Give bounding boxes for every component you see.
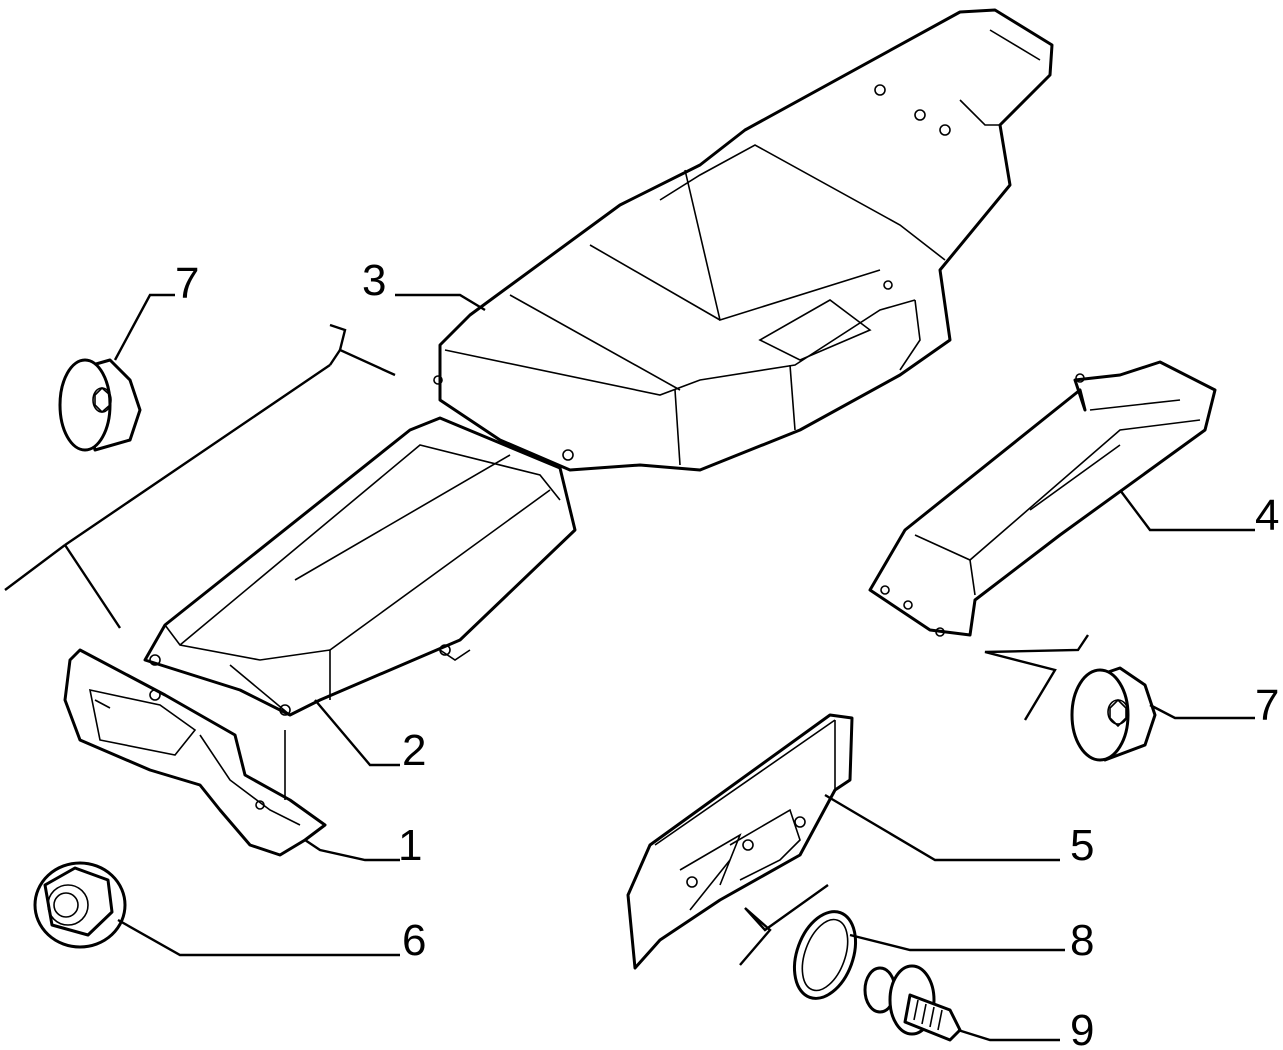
- callout-8: 8: [1070, 916, 1094, 965]
- leader-7b: [1149, 703, 1255, 720]
- callout-2: 2: [402, 726, 426, 775]
- part-5-lower-bracket: [626, 713, 854, 970]
- leader-2: [314, 699, 400, 767]
- leader-6: [117, 918, 400, 957]
- part-9-bolt: [863, 964, 962, 1042]
- part-2-middle-heat-shield: [143, 416, 577, 717]
- callout-1: 1: [398, 821, 422, 870]
- part-7-spacer-upper: [58, 358, 142, 452]
- leader-1: [304, 839, 400, 862]
- callout-3: 3: [362, 256, 386, 305]
- assembly-brackets: [4, 323, 1089, 966]
- leader-5: [824, 793, 1060, 862]
- callout-5: 5: [1070, 821, 1094, 870]
- leader-9: [957, 1028, 1060, 1042]
- part-7-spacer-lower: [1070, 666, 1157, 762]
- part-3-upper-heat-shield: [433, 8, 1054, 472]
- callout-6: 6: [402, 916, 426, 965]
- leader-3: [395, 293, 486, 312]
- part-4-right-heat-shield: [868, 360, 1217, 637]
- leader-7a: [113, 293, 175, 361]
- callout-7-upper: 7: [175, 259, 199, 308]
- leader-4: [1119, 489, 1255, 532]
- leader-8: [849, 933, 1065, 952]
- callout-7-lower: 7: [1255, 681, 1279, 730]
- callout-labels: 3 7 2 1 4 7 5 6 8 9: [175, 256, 1279, 1050]
- part-8-washer: [793, 910, 857, 1000]
- leader-lines: [113, 293, 1255, 1042]
- callout-9: 9: [1070, 1006, 1094, 1050]
- callout-4: 4: [1255, 491, 1279, 540]
- part-1-front-bracket: [63, 648, 327, 857]
- part-6-flange-nut: [33, 861, 127, 949]
